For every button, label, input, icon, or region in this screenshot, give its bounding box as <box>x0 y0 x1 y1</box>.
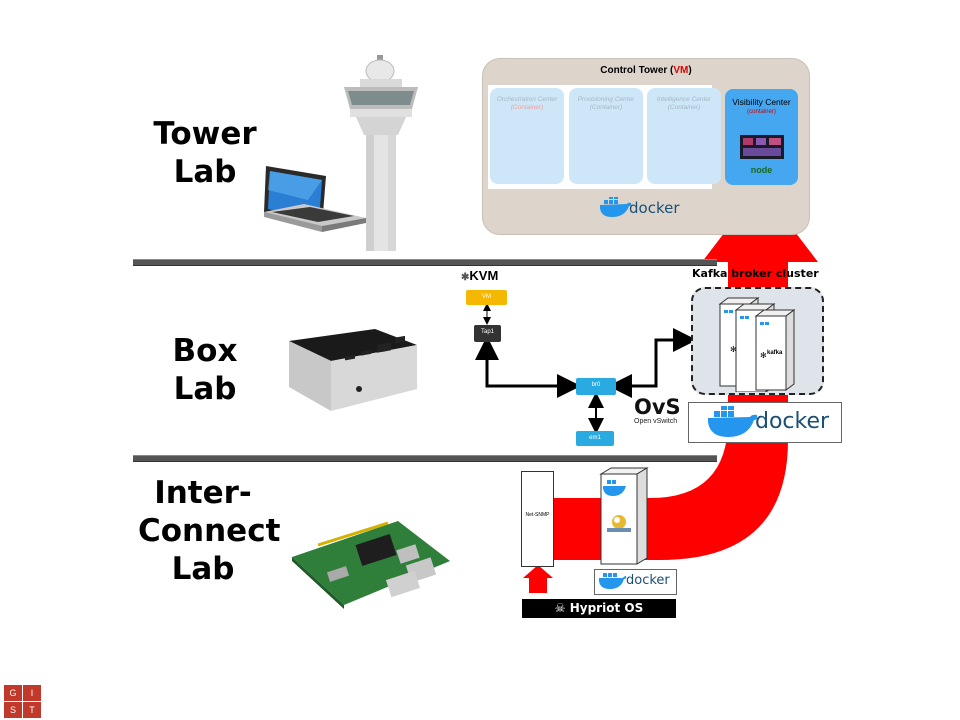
kvm-icon: ✱ <box>461 272 470 283</box>
orchestration-center: Orchestration Center (Container) <box>490 88 564 184</box>
docker-whale-icon <box>599 573 627 589</box>
box-lab-label: Box Lab <box>150 332 260 408</box>
visibility-center: Visibility Center (container) node <box>725 89 798 185</box>
separator-bottom <box>133 455 717 462</box>
gist-logo-s: S <box>4 702 22 718</box>
interconnect-lab-line1: Inter- <box>154 475 252 511</box>
visibility-center-name: Visibility Center <box>732 97 791 107</box>
tower-title-vm: VM <box>673 65 689 76</box>
gist-logo-i: I <box>23 685 41 701</box>
dashboard-thumbnail-icon <box>740 135 784 159</box>
control-tower-image <box>344 55 418 251</box>
intelligence-center-name: Intelligence Center <box>656 96 712 103</box>
tower-lab-line2: Lab <box>173 154 237 190</box>
box-lab-line1: Box <box>172 333 238 369</box>
vm-node[interactable]: VM <box>466 290 507 305</box>
box-lab-line2: Lab <box>173 371 237 407</box>
hypriot-os-bar: ☠ Hypriot OS <box>522 599 676 618</box>
gist-logo-g: G <box>4 685 22 701</box>
kafka-cluster-title: Kafka broker cluster <box>692 267 819 280</box>
gist-logo: G I S T <box>4 685 42 718</box>
separator-top <box>133 259 717 266</box>
interconnect-lab-line2: Connect <box>138 513 281 549</box>
kafka-server-label: kafka <box>767 350 783 356</box>
raspberry-pi-image <box>292 521 450 609</box>
visibility-center-tag: (container) <box>747 109 776 115</box>
interconnect-docker-label: docker <box>626 573 670 588</box>
tower-docker-label: docker <box>629 199 680 217</box>
orchestration-center-name: Orchestration Center <box>496 96 558 103</box>
nodejs-logo: node <box>750 165 773 175</box>
tap1-node[interactable]: Tap1 <box>474 325 501 342</box>
gist-logo-t: T <box>23 702 41 718</box>
ovs-label: OvS <box>634 395 681 419</box>
interconnect-server <box>599 467 649 565</box>
interconnect-lab-line3: Lab <box>171 551 235 587</box>
kvm-label: KVM <box>469 268 499 283</box>
intelligence-center: Intelligence Center (Container) <box>647 88 721 184</box>
mini-pc-image <box>289 329 417 411</box>
kvm-logo: ✱KVM <box>461 268 498 283</box>
net-snmp-box: Net-SNMP <box>521 471 554 567</box>
intelligence-center-tag: (Container) <box>667 104 701 111</box>
laptop-image <box>264 166 366 232</box>
provisioning-center-tag: (Container) <box>589 104 623 111</box>
kafka-servers: ✻ ✻ <box>718 297 796 392</box>
svg-text:✻: ✻ <box>730 345 737 354</box>
tower-lab-label: Tower Lab <box>150 115 260 191</box>
provisioning-center-name: Provisioning Center <box>577 96 635 103</box>
hypriot-os-label: Hypriot OS <box>569 601 644 615</box>
ovs-logo: OvS Open vSwitch <box>634 396 681 426</box>
tower-title-prefix: Control Tower ( <box>600 65 674 76</box>
net-snmp-label: Net-SNMP <box>525 512 550 518</box>
svg-text:✻: ✻ <box>760 351 767 360</box>
interconnect-lab-label: Inter- Connect Lab <box>138 474 281 588</box>
em1-node[interactable]: em1 <box>576 431 614 446</box>
provisioning-center: Provisioning Center (Container) <box>569 88 643 184</box>
tower-title-suffix: ) <box>688 65 692 76</box>
br0-node[interactable]: br0 <box>576 378 616 395</box>
box-docker-label: docker <box>755 409 830 434</box>
docker-whale-icon <box>600 197 632 217</box>
docker-whale-icon <box>708 406 758 437</box>
ovs-sublabel: Open vSwitch <box>634 418 678 425</box>
orchestration-center-tag: (Container) <box>510 104 544 111</box>
tower-lab-line1: Tower <box>153 116 257 152</box>
control-tower-title: Control Tower (VM) <box>483 65 809 76</box>
skull-icon: ☠ <box>554 601 566 615</box>
